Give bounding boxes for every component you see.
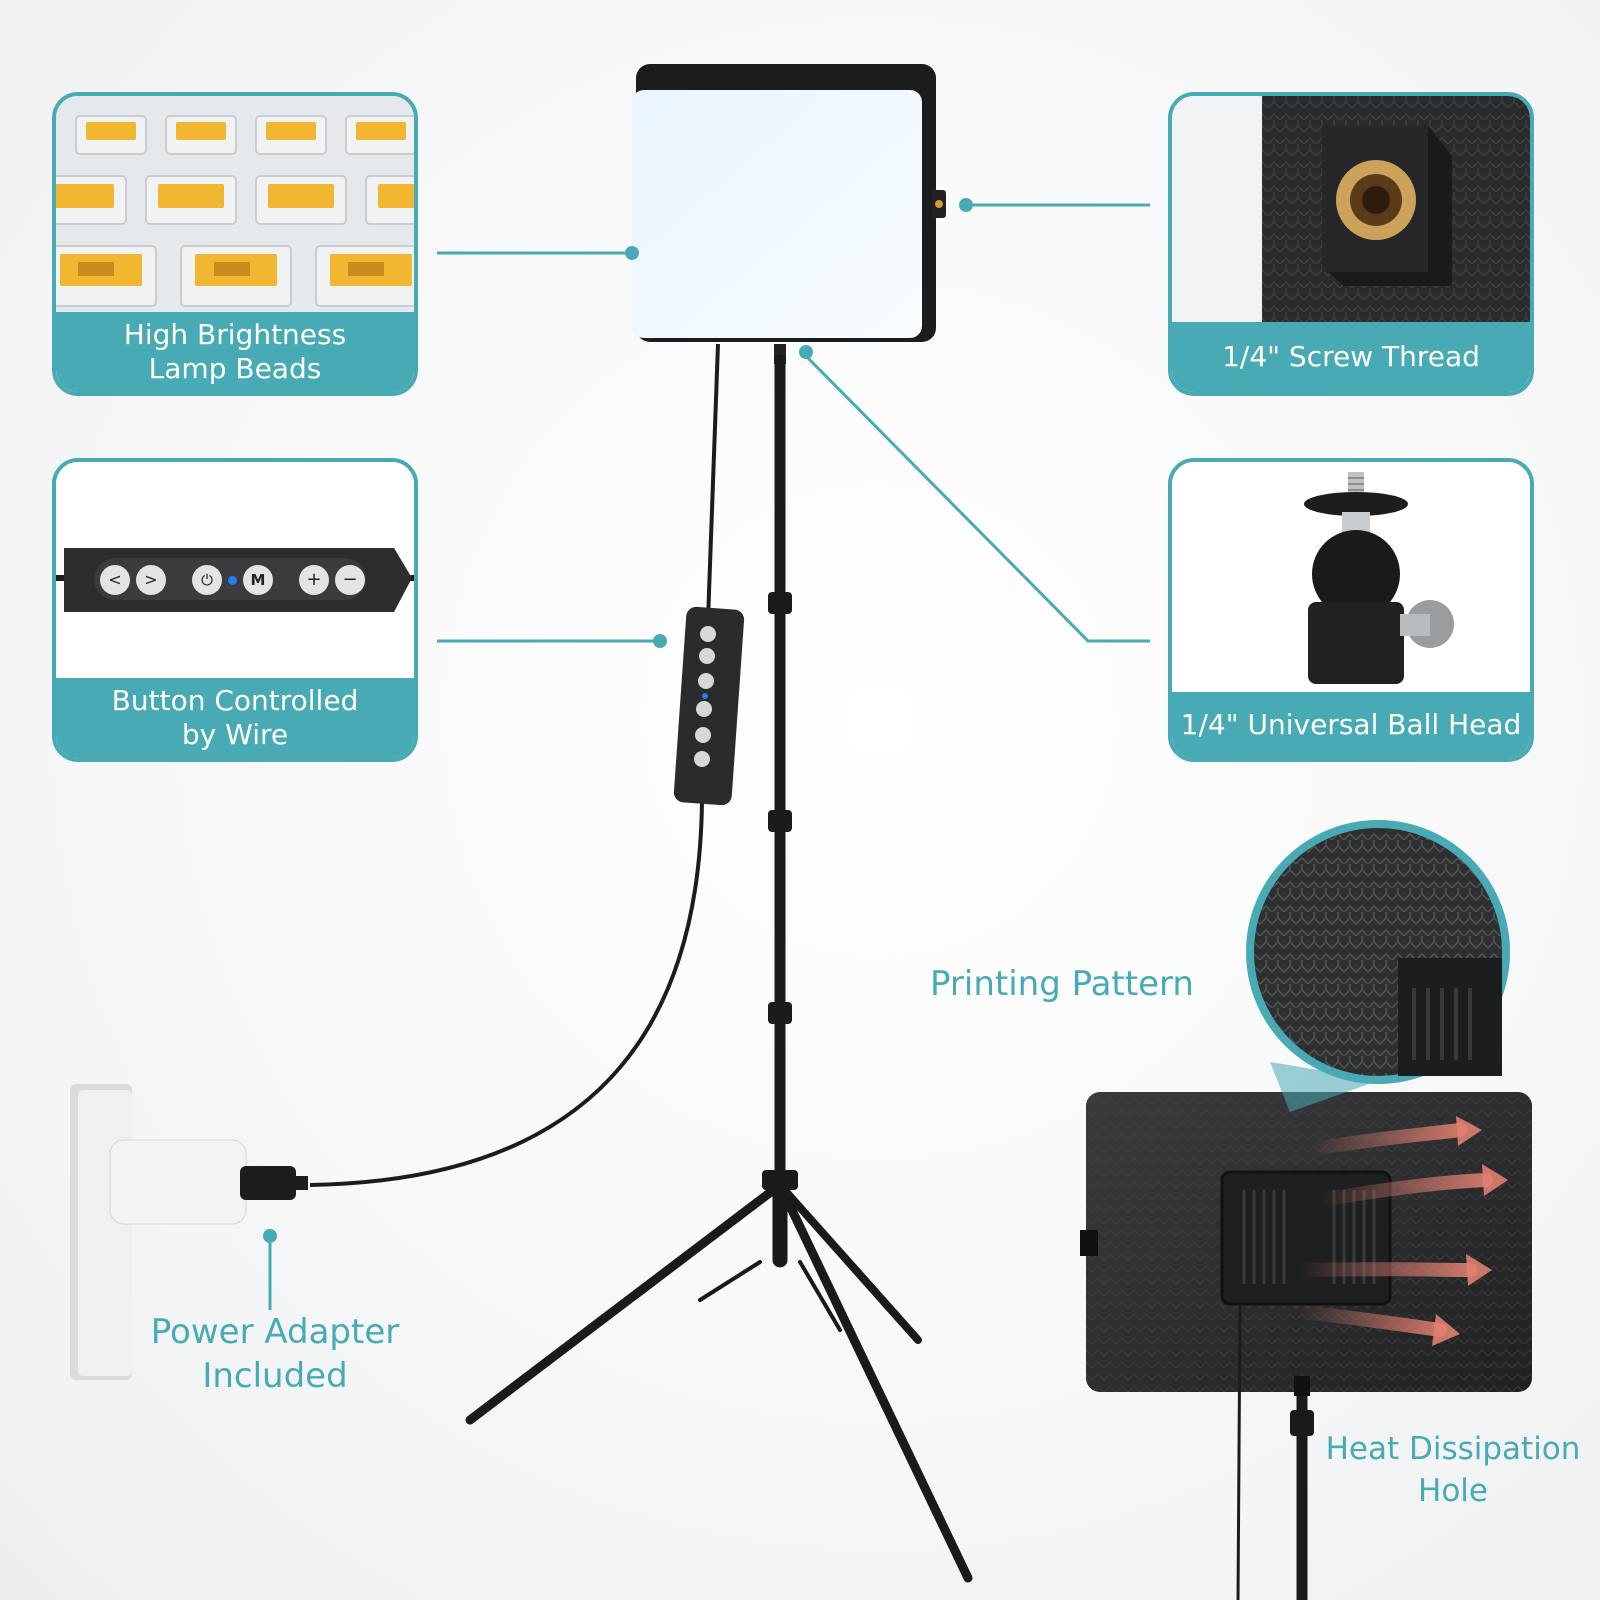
lamp-beads-image [56,96,414,326]
power-adapter [70,1084,308,1380]
down-button[interactable]: > [136,565,166,595]
lamp-beads-card: High Brightness Lamp Beads [52,92,418,396]
power-adapter-line2: Included [202,1356,348,1396]
ball-head-image [1172,462,1530,698]
cct-minus-button[interactable]: − [335,565,365,595]
button-control-line2: by Wire [181,718,289,751]
ball-head-card: 1/4" Universal Ball Head [1168,458,1534,762]
screw-thread-caption: 1/4" Screw Thread [1172,322,1530,392]
pattern-magnifier [1246,820,1510,1112]
screw-thread-card: 1/4" Screw Thread [1168,92,1534,396]
status-led [228,575,237,585]
mode-button[interactable]: M [243,565,273,595]
button-control-line1: Button Controlled [111,684,359,717]
controller-buttons: < > ⏻ M + − [100,562,366,598]
tripod-stand [465,344,973,1583]
button-control-card: < > ⏻ M + − Button Controlled by Wire [52,458,418,762]
lamp-beads-caption: High Brightness Lamp Beads [56,312,414,392]
cct-plus-button[interactable]: + [299,565,329,595]
button-control-caption: Button Controlled by Wire [56,678,414,758]
lamp-beads-line2: Lamp Beads [148,352,322,385]
callout-connectors [268,203,1150,1310]
printing-pattern-label: Printing Pattern [930,964,1194,1004]
lamp-beads-line1: High Brightness [123,318,347,351]
heat-dissipation-label: Heat Dissipation Hole [1318,1428,1588,1512]
ball-head-line1: 1/4" Universal Ball Head [1180,708,1522,741]
panel-back [1080,1092,1532,1600]
heat-dissipation-line1: Heat Dissipation [1325,1431,1581,1467]
heat-arrows [1293,1123,1493,1337]
power-adapter-label: Power Adapter Included [140,1310,410,1398]
power-button[interactable]: ⏻ [192,565,222,595]
inline-controller [673,606,745,806]
heat-dissipation-line2: Hole [1418,1473,1488,1509]
screw-thread-line1: 1/4" Screw Thread [1222,340,1480,373]
power-adapter-line1: Power Adapter [150,1312,400,1352]
ball-head-caption: 1/4" Universal Ball Head [1172,692,1530,758]
power-cable [309,343,720,1187]
screw-thread-image [1172,96,1530,326]
led-panel [632,64,946,342]
up-button[interactable]: < [100,565,130,595]
